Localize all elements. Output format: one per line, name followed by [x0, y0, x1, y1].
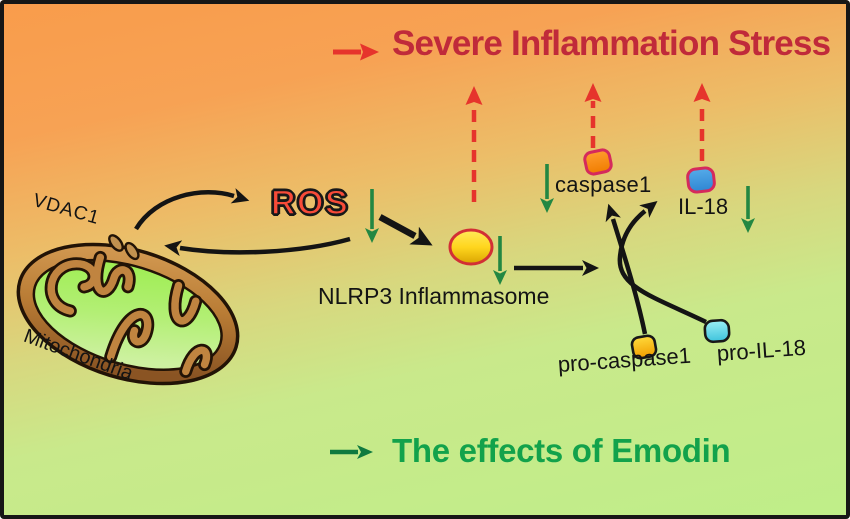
cristae	[44, 250, 213, 378]
pro-il18-to-il18-arrow	[617, 201, 707, 325]
title: Severe Inflammation Stress	[392, 24, 831, 63]
pro-caspase1-square	[630, 334, 658, 360]
pro-caspase1-to-caspase1-arrow	[605, 203, 648, 335]
il18-label: IL-18	[678, 194, 729, 219]
il18-square	[686, 166, 716, 194]
mitochondria-to-ros-arrow	[134, 188, 250, 231]
pro-il18-square	[703, 318, 731, 344]
ros-to-nlrp3-arrow	[378, 214, 433, 246]
mitochondria-illustration	[16, 242, 240, 386]
ros-to-mitochondria-arrow	[164, 236, 351, 257]
vdac1-channel-icons	[108, 234, 140, 261]
emodin-caption: The effects of Emodin	[392, 432, 731, 469]
nlrp3-oval	[448, 228, 494, 266]
pro-il18-label: pro-IL-18	[715, 334, 807, 366]
caspase1-square	[583, 148, 613, 176]
nlrp3-inflammasome-label: NLRP3 Inflammasome	[318, 283, 550, 309]
caspase1-label: caspase1	[555, 172, 652, 197]
ros-label: ROS	[270, 184, 350, 222]
